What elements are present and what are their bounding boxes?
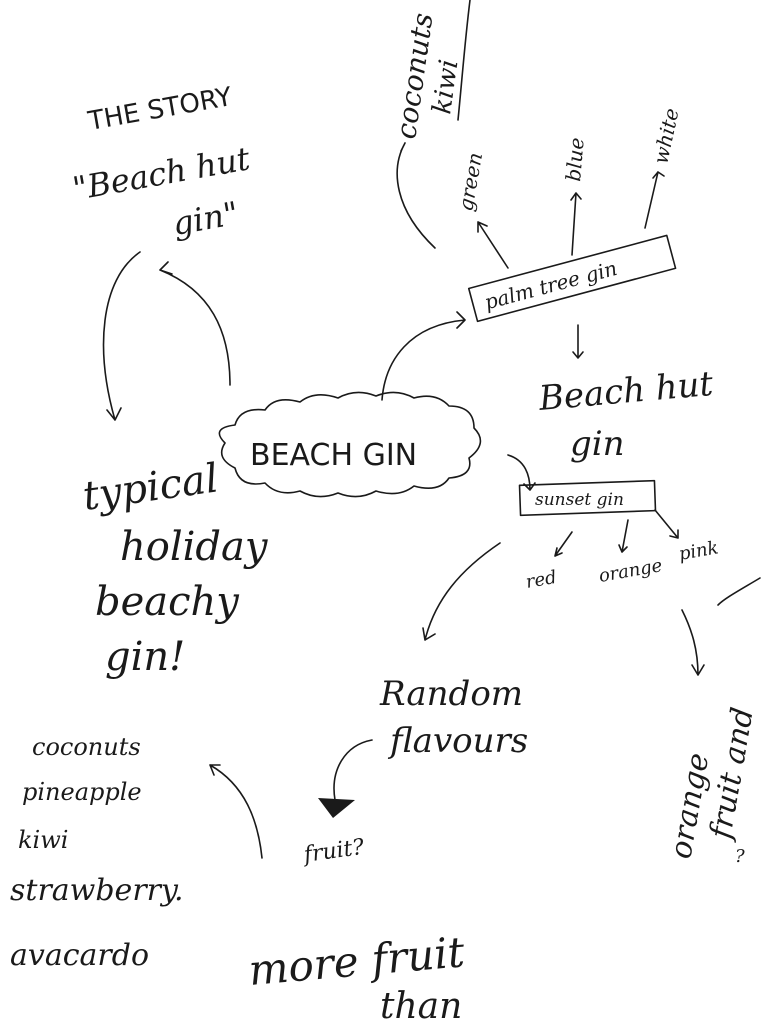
arrow-story-down [102, 251, 141, 421]
arrow-random [422, 542, 501, 641]
sunset-box [518, 479, 657, 517]
cloud-outline [218, 391, 482, 498]
arrow-orange [618, 519, 629, 553]
sunset-node: sunset gin [518, 479, 657, 517]
random-line2: flavours [387, 721, 528, 761]
story-line2: gin" [170, 194, 242, 243]
arrow-blue [570, 192, 582, 256]
colour-pink: pink [677, 537, 720, 565]
orange-fruit-swoosh [717, 577, 761, 606]
typical-line2: holiday [120, 524, 269, 570]
arrow-fruit [333, 739, 373, 801]
random-line1: Random [379, 674, 523, 714]
colour-green: green [453, 151, 487, 213]
typical-line4: gin! [105, 634, 185, 680]
beach-hut-line2: gin [570, 424, 625, 464]
colour-red: red [524, 567, 558, 593]
story-heading: THE STORY [85, 82, 234, 137]
arrow-fruit-list [209, 764, 263, 859]
palm-tree-box [467, 234, 677, 323]
beach-hut-line1: Beach hut [536, 364, 715, 419]
fruit-list-item: avacardo [10, 938, 149, 973]
central-node: BEACH GIN [218, 391, 482, 498]
sunset-label: sunset gin [535, 490, 624, 510]
orange-fruit-line3: ? [735, 846, 745, 867]
arrow-green [477, 221, 509, 269]
colour-white: white [648, 106, 683, 166]
more-line2: than [380, 986, 462, 1024]
fruit-list-item: pineapple [22, 778, 142, 806]
fruit-list-item: strawberry. [10, 873, 184, 908]
arrow-red [554, 531, 573, 557]
typical-line1: typical [80, 455, 221, 519]
arrow-to-palm [381, 311, 466, 401]
arrow-pink [654, 509, 679, 539]
palm-tree-label: palm tree gin [482, 256, 620, 314]
arrow-orange-fruit [681, 609, 705, 676]
colour-orange: orange [597, 555, 664, 587]
arrow-white [644, 171, 665, 229]
fruit-list-item: kiwi [18, 826, 68, 854]
more-line1: more fruit [247, 927, 467, 995]
arrow-beach-hut [572, 324, 584, 359]
arrow-head-filled [318, 798, 355, 818]
arrow-story-up [159, 261, 231, 386]
fruit-list-item: coconuts [32, 733, 141, 761]
central-label: BEACH GIN [250, 438, 417, 473]
coconut-bracket [396, 0, 471, 249]
fruit-question: fruit? [300, 835, 366, 868]
colour-blue: blue [561, 137, 589, 183]
typical-line3: beachy [95, 579, 240, 625]
